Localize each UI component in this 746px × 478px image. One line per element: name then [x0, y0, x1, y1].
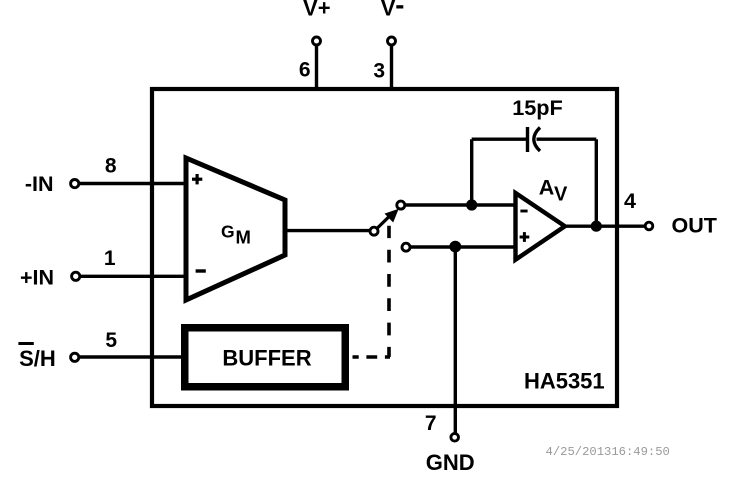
svg-text:8: 8	[105, 155, 117, 178]
svg-text:1: 1	[104, 247, 116, 270]
svg-text:HA5351: HA5351	[524, 368, 605, 393]
svg-text:A: A	[539, 176, 555, 200]
svg-text:S/H: S/H	[19, 346, 56, 371]
svg-text:-IN: -IN	[25, 172, 54, 196]
svg-text:5: 5	[105, 329, 117, 352]
svg-text:+IN: +IN	[20, 265, 54, 289]
svg-text:V: V	[554, 184, 568, 206]
svg-text:V+: V+	[303, 0, 331, 21]
svg-text:BUFFER: BUFFER	[222, 346, 311, 371]
svg-text:V: V	[381, 0, 396, 21]
svg-text:15pF: 15pF	[512, 95, 563, 120]
svg-text:OUT: OUT	[672, 214, 717, 238]
svg-text:M: M	[236, 226, 251, 247]
svg-text:G: G	[221, 221, 235, 241]
svg-text:4/25/201316:49:50: 4/25/201316:49:50	[546, 445, 670, 459]
svg-text:7: 7	[425, 412, 437, 435]
svg-text:GND: GND	[426, 450, 475, 475]
svg-text:6: 6	[299, 59, 311, 82]
svg-text:3: 3	[373, 60, 385, 83]
svg-text:4: 4	[624, 189, 636, 213]
